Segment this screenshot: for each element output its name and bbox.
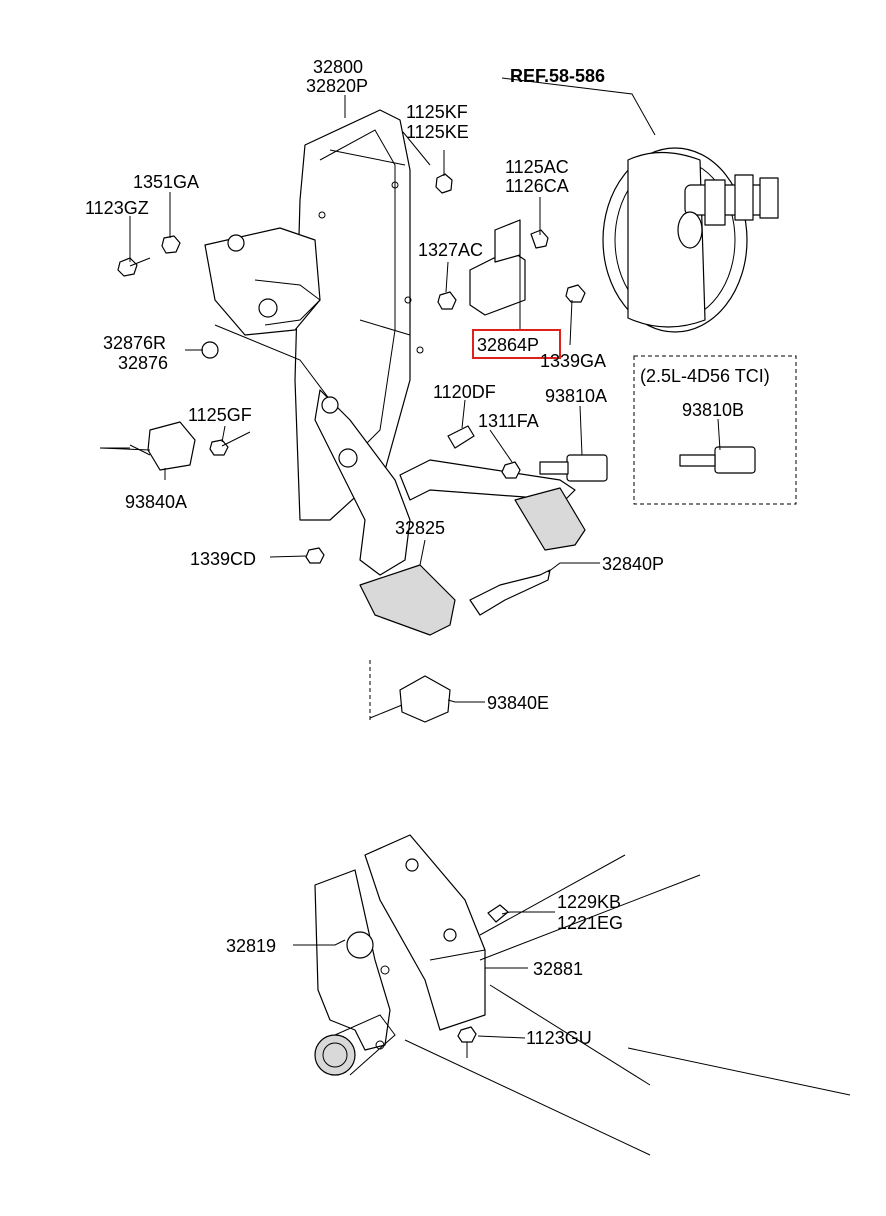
part-label-1120DF[interactable]: 1120DF — [433, 382, 496, 402]
part-label-1125KF[interactable]: 1125KF — [406, 102, 468, 122]
lower-crosslines — [404, 854, 851, 1156]
part-label-32819[interactable]: 32819 — [226, 936, 276, 956]
ref-label[interactable]: REF.58-586 — [510, 66, 605, 86]
part-label-32876R[interactable]: 32876R — [103, 333, 166, 353]
part-label-1123GU[interactable]: 1123GU — [526, 1028, 592, 1048]
part-label-32876[interactable]: 32876 — [118, 353, 168, 373]
clutch-pedal-32840P — [399, 459, 586, 616]
fasteners — [117, 150, 586, 564]
part-label-1351GA[interactable]: 1351GA — [133, 172, 199, 192]
part-label-32840P[interactable]: 32840P — [602, 554, 664, 574]
part-label-93810B[interactable]: 93810B — [682, 400, 744, 420]
lower-block-32881 — [364, 834, 486, 1050]
part-label-1339GA[interactable]: 1339GA — [540, 351, 606, 371]
switch-93810A — [539, 454, 608, 482]
switch-93840E — [369, 675, 451, 723]
lower-fasteners — [457, 904, 509, 1058]
part-label-93810A[interactable]: 93810A — [545, 386, 607, 406]
part-label-1125GF[interactable]: 1125GF — [188, 405, 252, 425]
part-label-32800[interactable]: 32800 — [313, 57, 363, 77]
part-label-32864P[interactable]: 32864P — [477, 335, 539, 355]
part-label-1123GZ[interactable]: 1123GZ — [85, 198, 149, 218]
part-label-32881[interactable]: 32881 — [533, 959, 583, 979]
part-label-1125AC[interactable]: 1125AC — [505, 157, 569, 177]
brake-booster — [602, 147, 779, 333]
variant-box — [633, 355, 797, 505]
part-label-1339CD[interactable]: 1339CD — [190, 549, 256, 569]
part-label-1311FA[interactable]: 1311FA — [478, 411, 539, 431]
part-label-1125KE[interactable]: 1125KE — [406, 122, 469, 142]
bracket-32864P — [469, 219, 526, 316]
part-label-1221EG[interactable]: 1221EG — [557, 913, 623, 933]
variant-label: (2.5L-4D56 TCI) — [640, 366, 770, 386]
highlight-box-32864P — [472, 329, 561, 359]
part-label-93840E[interactable]: 93840E — [487, 693, 549, 713]
lower-bracket-32819 — [314, 869, 396, 1076]
part-label-1327AC[interactable]: 1327AC — [418, 240, 483, 260]
part-label-1229KB[interactable]: 1229KB — [557, 892, 621, 912]
part-label-1126CA[interactable]: 1126CA — [505, 176, 569, 196]
part-label-93840A[interactable]: 93840A — [125, 492, 187, 512]
part-label-32820P[interactable]: 32820P — [306, 76, 368, 96]
switch-93810B — [679, 446, 756, 474]
leader-lines — [100, 77, 721, 1039]
part-label-32825[interactable]: 32825 — [395, 518, 445, 538]
switch-93840A — [99, 421, 196, 471]
